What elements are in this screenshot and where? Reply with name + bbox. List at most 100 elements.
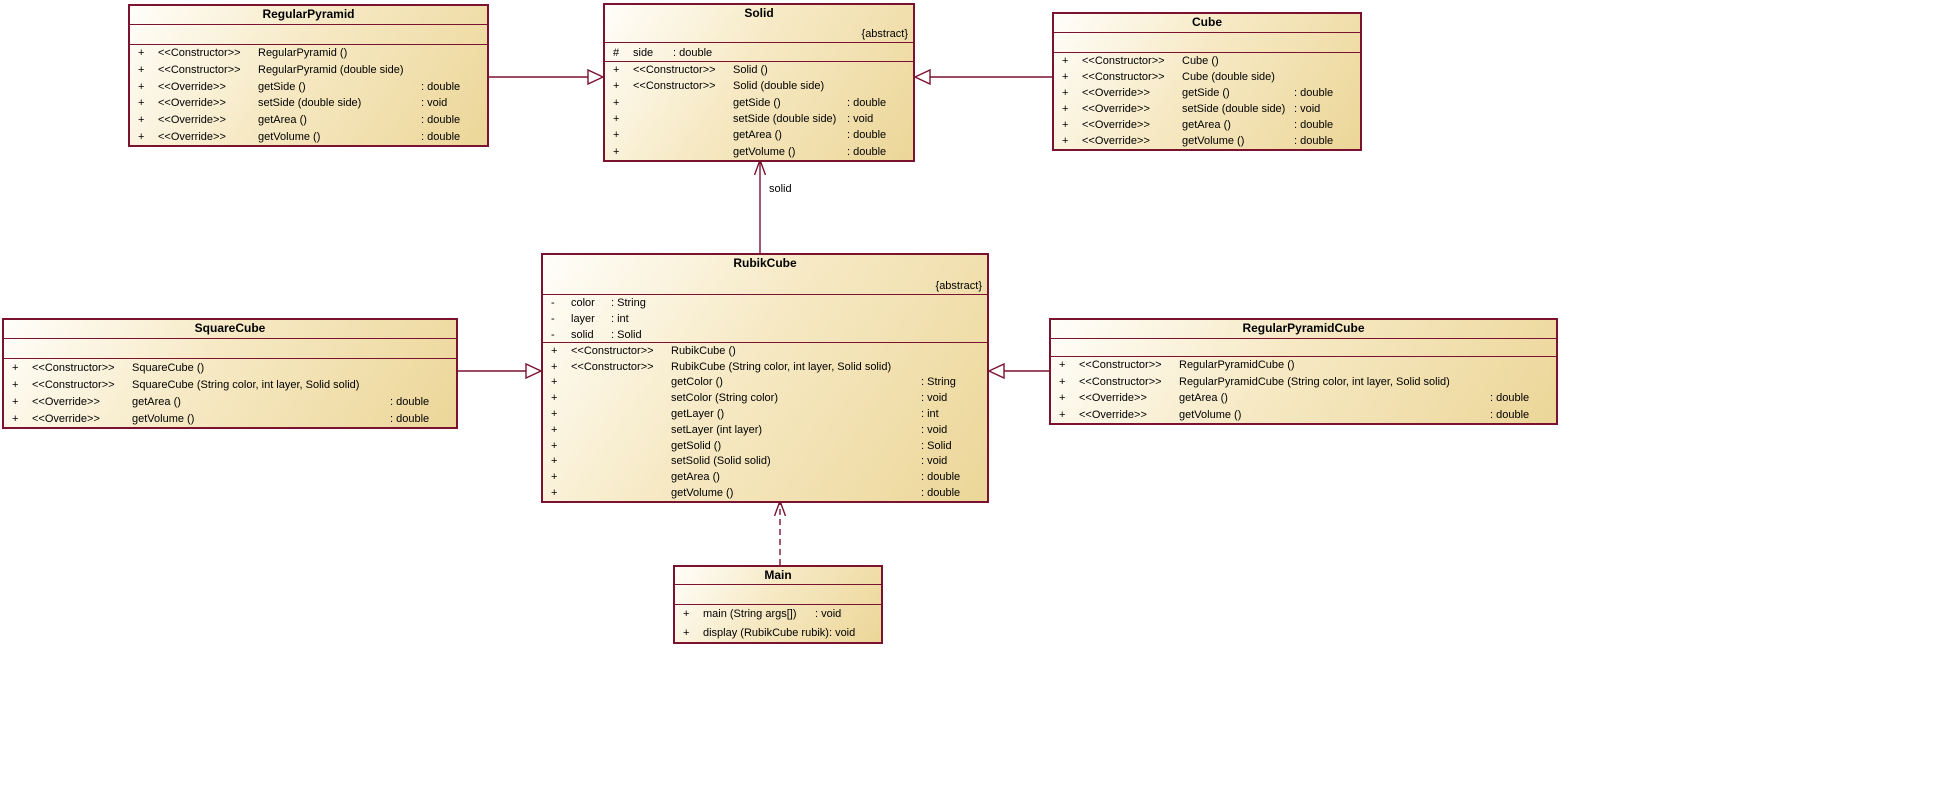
class-title: Cube [1054, 14, 1360, 33]
class-name: RegularPyramid [262, 7, 355, 21]
method-stereotype: <<Constructor>> [1082, 55, 1165, 67]
class-attributes [4, 339, 456, 359]
method-signature: getSide () [258, 80, 306, 93]
method-signature: getVolume () [733, 145, 796, 158]
method-visibility: + [138, 47, 145, 60]
class-main[interactable]: Main+main (String args[]): void+display … [673, 565, 883, 644]
method-return-type: : double [1490, 392, 1530, 405]
method-visibility: + [551, 344, 558, 357]
method-visibility: + [613, 145, 620, 158]
method-row: +<<Constructor>>SquareCube () [4, 359, 456, 376]
method-row: +setSolid (Solid solid): void [543, 454, 987, 470]
method-signature: getArea () [1179, 392, 1228, 405]
connector-main-to-rubikcube [773, 498, 787, 565]
method-stereotype: <<Override>> [32, 395, 100, 408]
method-stereotype: <<Constructor>> [158, 63, 241, 76]
method-row: +<<Override>>getSide (): double [130, 78, 487, 95]
method-stereotype: <<Override>> [1082, 119, 1150, 131]
attr-type: : Solid [611, 329, 642, 341]
class-methods: +<<Constructor>>Cube ()+<<Constructor>>C… [1054, 53, 1360, 149]
method-visibility: + [551, 392, 558, 405]
method-stereotype: <<Constructor>> [1079, 375, 1162, 388]
method-signature: Solid () [733, 64, 768, 77]
method-visibility: + [683, 608, 690, 621]
method-row: +<<Override>>getVolume (): double [130, 128, 487, 145]
class-methods: +<<Constructor>>RegularPyramidCube ()+<<… [1051, 357, 1556, 423]
method-stereotype: <<Override>> [1082, 103, 1150, 115]
method-signature: RegularPyramidCube () [1179, 359, 1295, 372]
method-signature: RegularPyramidCube (String color, int la… [1179, 375, 1450, 388]
method-row: +getArea (): double [543, 469, 987, 485]
method-row: +<<Override>>getVolume (): double [1051, 407, 1556, 424]
method-visibility: + [1059, 359, 1066, 372]
method-signature: display (RubikCube rubik) [703, 626, 829, 639]
method-stereotype: <<Override>> [158, 80, 226, 93]
method-visibility: + [12, 378, 19, 391]
method-visibility: + [613, 80, 620, 93]
method-signature: getVolume () [671, 487, 734, 500]
method-stereotype: <<Override>> [1079, 408, 1147, 421]
method-stereotype: <<Override>> [32, 412, 100, 425]
method-stereotype: <<Constructor>> [32, 378, 115, 391]
method-visibility: + [12, 361, 19, 374]
method-row: +<<Override>>getArea (): double [4, 393, 456, 410]
method-stereotype: <<Override>> [1079, 392, 1147, 405]
connector-regularpyramid-to-solid [489, 68, 605, 86]
method-row: +<<Override>>getSide (): double [1054, 85, 1360, 101]
attr-name: solid [571, 329, 594, 341]
attr-visibility: # [613, 46, 620, 59]
method-return-type: : double [1294, 119, 1334, 131]
method-return-type: : double [421, 113, 461, 126]
method-stereotype: <<Constructor>> [1079, 359, 1162, 372]
method-signature: setLayer (int layer) [671, 423, 763, 436]
method-row: +getArea (): double [605, 127, 913, 143]
class-solid[interactable]: Solid{abstract}#side: double+<<Construct… [603, 3, 915, 162]
method-return-type: : double [847, 129, 887, 142]
method-row: +<<Override>>getArea (): double [130, 112, 487, 129]
method-row: +main (String args[]): void [675, 605, 881, 624]
method-return-type: : double [421, 130, 461, 143]
method-stereotype: <<Constructor>> [571, 360, 654, 373]
method-return-type: : double [921, 487, 961, 500]
method-signature: getArea () [1182, 119, 1231, 131]
method-row: +setLayer (int layer): void [543, 422, 987, 438]
method-visibility: + [138, 63, 145, 76]
method-stereotype: <<Override>> [158, 113, 226, 126]
method-visibility: + [551, 455, 558, 468]
method-return-type: : double [390, 412, 430, 425]
method-return-type: : double [847, 96, 887, 109]
method-row: +setColor (String color): void [543, 390, 987, 406]
method-signature: getArea () [733, 129, 782, 142]
class-cube[interactable]: Cube+<<Constructor>>Cube ()+<<Constructo… [1052, 12, 1362, 151]
class-regularpyramid[interactable]: RegularPyramid+<<Constructor>>RegularPyr… [128, 4, 489, 147]
method-row: +<<Override>>getVolume (): double [1054, 133, 1360, 149]
method-visibility: + [551, 423, 558, 436]
method-stereotype: <<Override>> [1082, 87, 1150, 99]
attr-type: : double [673, 46, 713, 59]
method-visibility: + [12, 412, 19, 425]
method-signature: Cube () [1182, 55, 1219, 67]
class-rubikcube[interactable]: RubikCube{abstract}-color: String-layer:… [541, 253, 989, 503]
class-name: Solid [744, 6, 774, 20]
class-title: RegularPyramidCube [1051, 320, 1556, 339]
method-return-type: : void [1294, 103, 1321, 115]
method-return-type: : void [847, 113, 874, 126]
generalization-arrowhead-icon [525, 362, 543, 380]
abstract-tag: {abstract} [861, 28, 908, 40]
class-regularpyramidcube[interactable]: RegularPyramidCube + <<Constructor>> Regula… [1049, 318, 1558, 425]
method-row: +setSide (double side): void [605, 111, 913, 127]
association-role-label: solid [769, 183, 792, 195]
attr-name: layer [571, 313, 595, 325]
method-visibility: + [1059, 375, 1066, 388]
method-stereotype: <<Constructor>> [571, 344, 654, 357]
method-signature: getVolume () [132, 412, 195, 425]
method-return-type: : void [921, 392, 948, 405]
method-signature: RubikCube (String color, int layer, Soli… [671, 360, 892, 373]
class-name: Cube [1192, 15, 1222, 29]
method-visibility: + [1062, 119, 1069, 131]
class-methods: +<<Constructor>>SquareCube ()+<<Construc… [4, 359, 456, 427]
class-attributes: -color: String-layer: int-solid: Solid [543, 295, 987, 343]
method-signature: setSide (double side) [1182, 103, 1286, 115]
method-signature: getArea () [258, 113, 307, 126]
class-squarecube[interactable]: SquareCube+<<Constructor>>SquareCube ()+… [2, 318, 458, 429]
